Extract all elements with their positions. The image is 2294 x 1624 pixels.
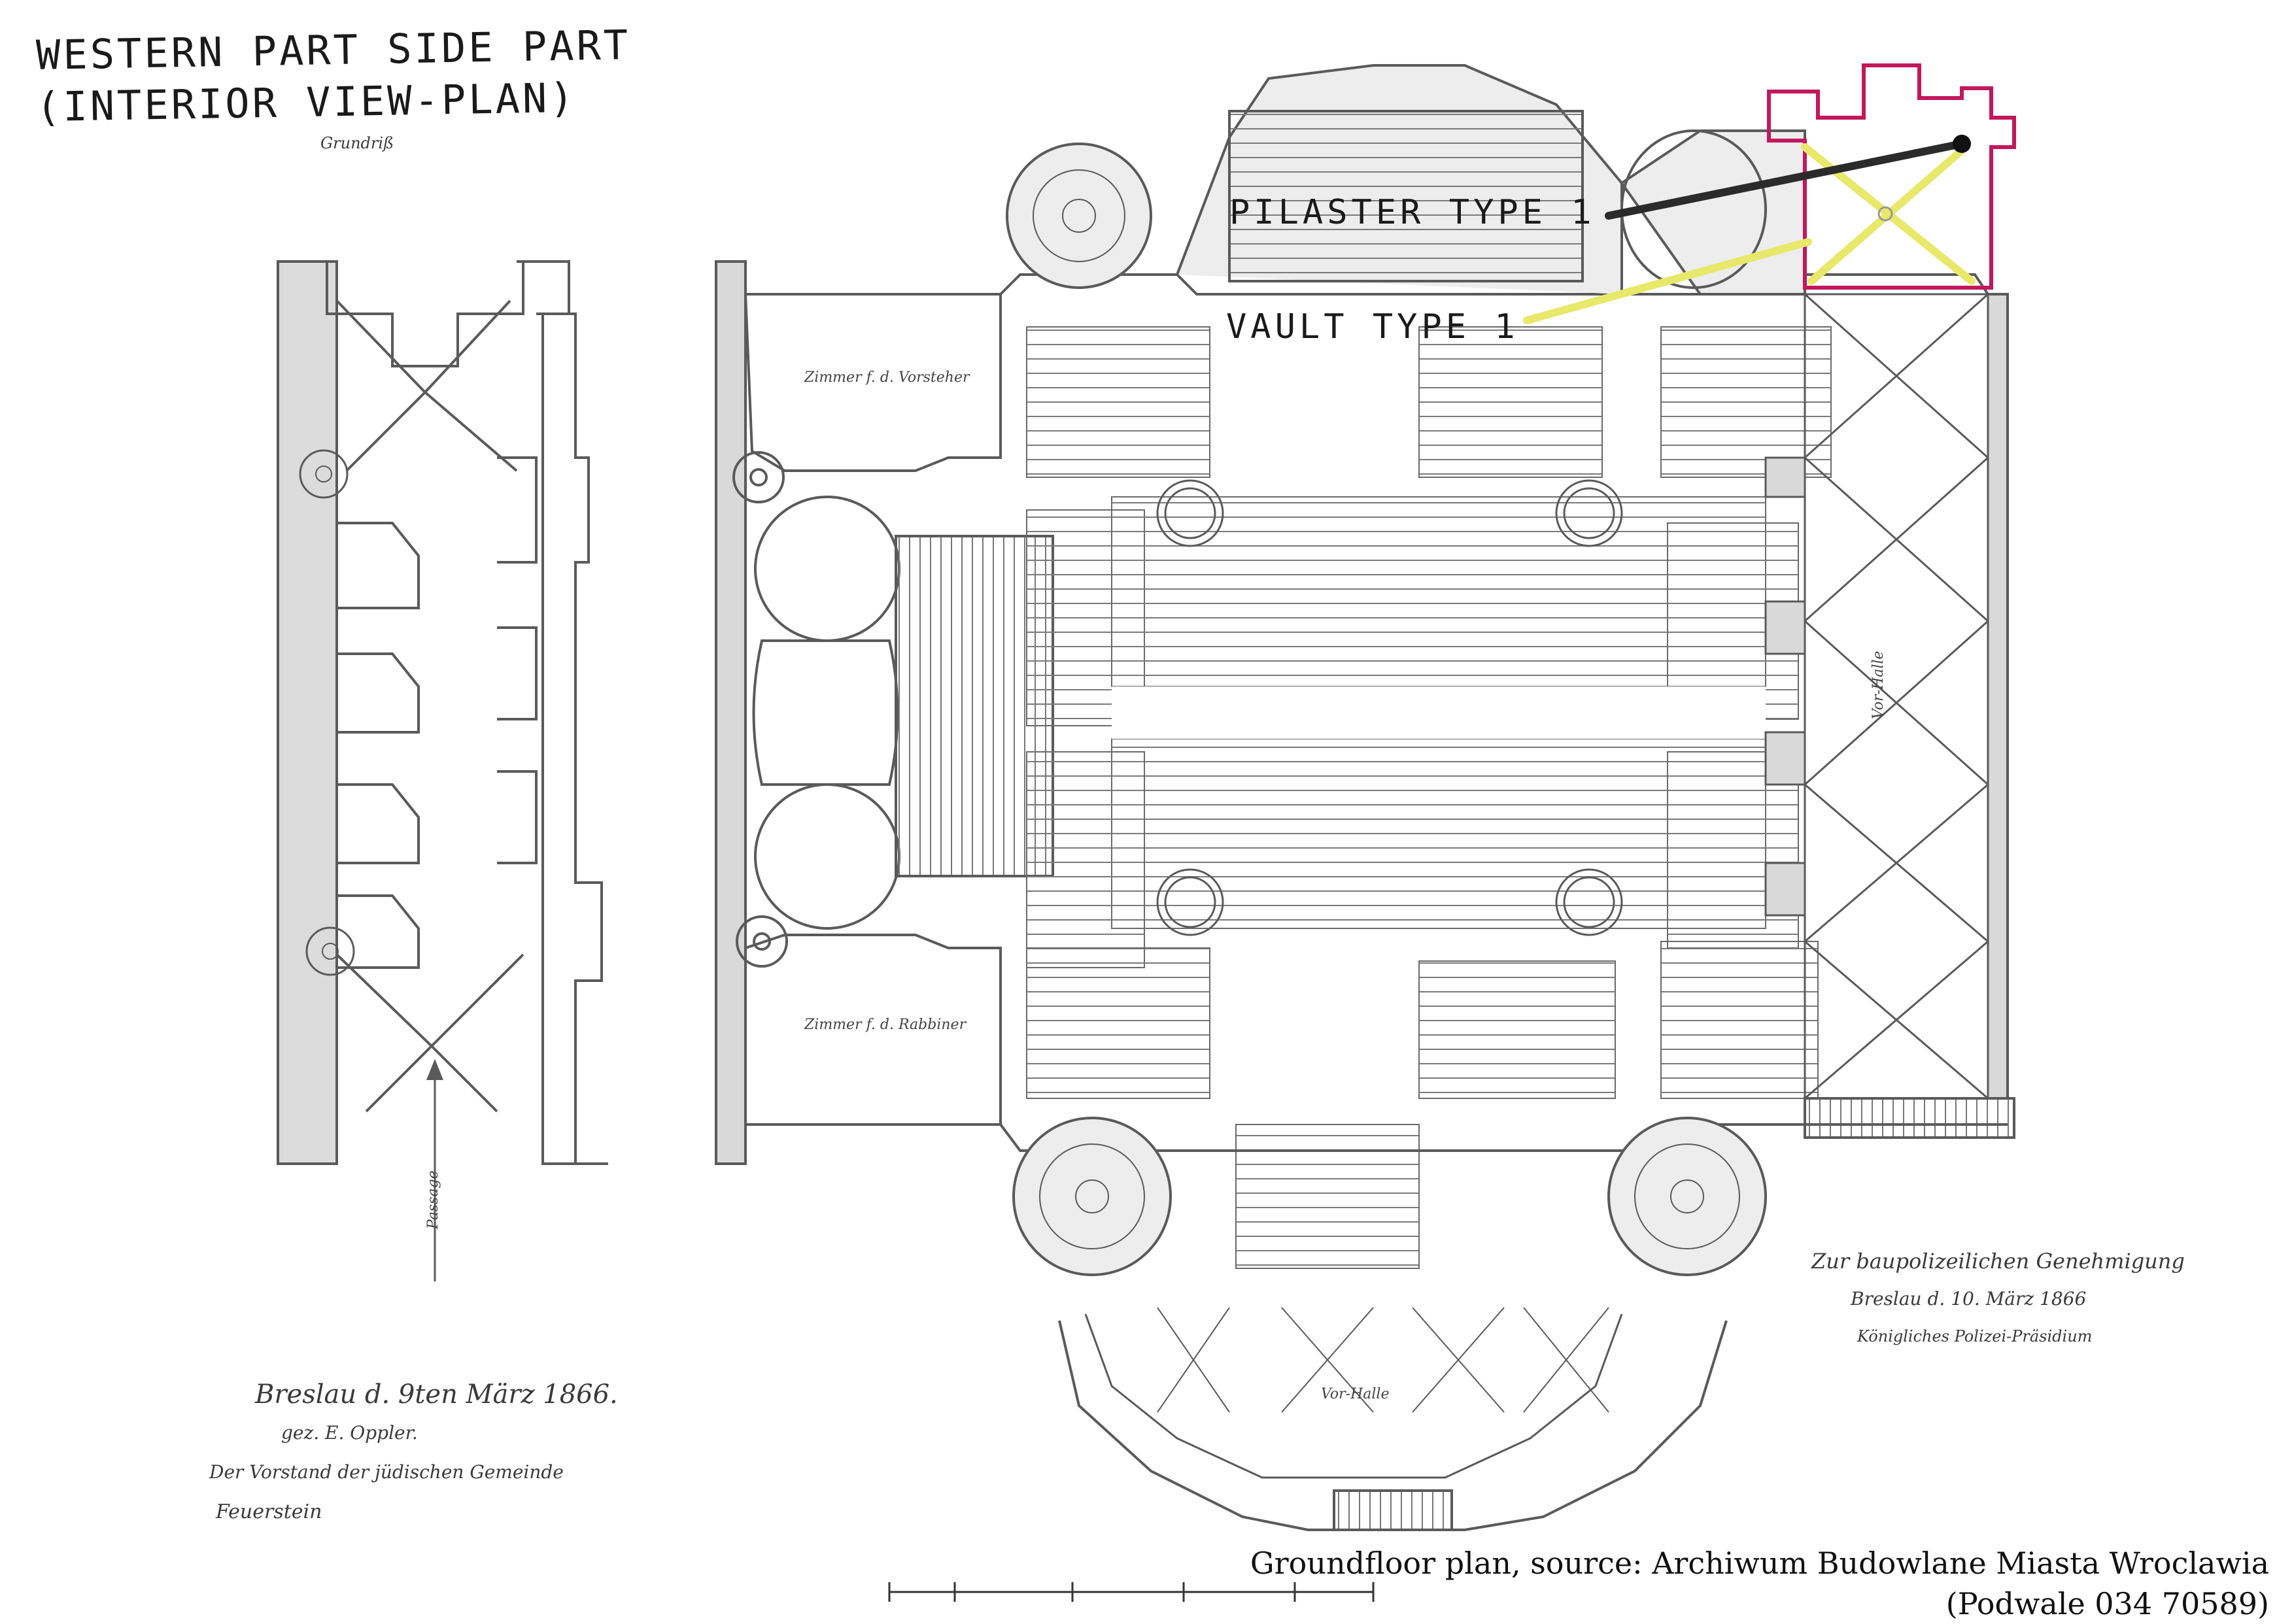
signature-date: Breslau d. 9ten März 1866. xyxy=(255,1379,618,1410)
signature-body: Der Vorstand der jüdischen Gemeinde xyxy=(209,1461,564,1483)
room-label-top: Zimmer f. d. Vorsteher xyxy=(804,369,970,386)
caption-line-2: (Podwale 034 70589) xyxy=(1945,1586,2269,1621)
passage-label: Passage xyxy=(425,1170,441,1229)
pilaster-callout: PILASTER TYPE 1 xyxy=(1229,193,1596,232)
scale-bar xyxy=(888,1582,1375,1602)
caption: Groundfloor plan, source: Archiwum Budow… xyxy=(1250,1543,2269,1624)
room-label-bottom: Zimmer f. d. Rabbiner xyxy=(804,1017,967,1033)
signature-body-2: Feuerstein xyxy=(216,1500,322,1523)
hall-label-bottom: Vor-Halle xyxy=(1321,1386,1390,1402)
approval-line-3: Königliches Polizei-Präsidium xyxy=(1857,1327,2093,1345)
vault-callout: VAULT TYPE 1 xyxy=(1226,307,1519,347)
main-plan xyxy=(715,64,2015,1531)
approval-line-1: Zur baupolizeilichen Genehmigung xyxy=(1811,1249,2185,1274)
hall-label-right: Vor-Halle xyxy=(1870,651,1887,719)
side-part-plan xyxy=(277,260,608,1281)
pilaster-pointer xyxy=(1605,135,1971,220)
highlight-outline xyxy=(1767,63,2016,290)
signature-name: gez. E. Oppler. xyxy=(281,1422,418,1444)
plan-heading: Grundriß xyxy=(320,134,394,152)
approval-line-2: Breslau d. 10. März 1866 xyxy=(1851,1288,2087,1310)
caption-line-1: Groundfloor plan, source: Archiwum Budow… xyxy=(1250,1546,2269,1581)
title-line-2: (INTERIOR VIEW-PLAN) xyxy=(35,73,577,131)
